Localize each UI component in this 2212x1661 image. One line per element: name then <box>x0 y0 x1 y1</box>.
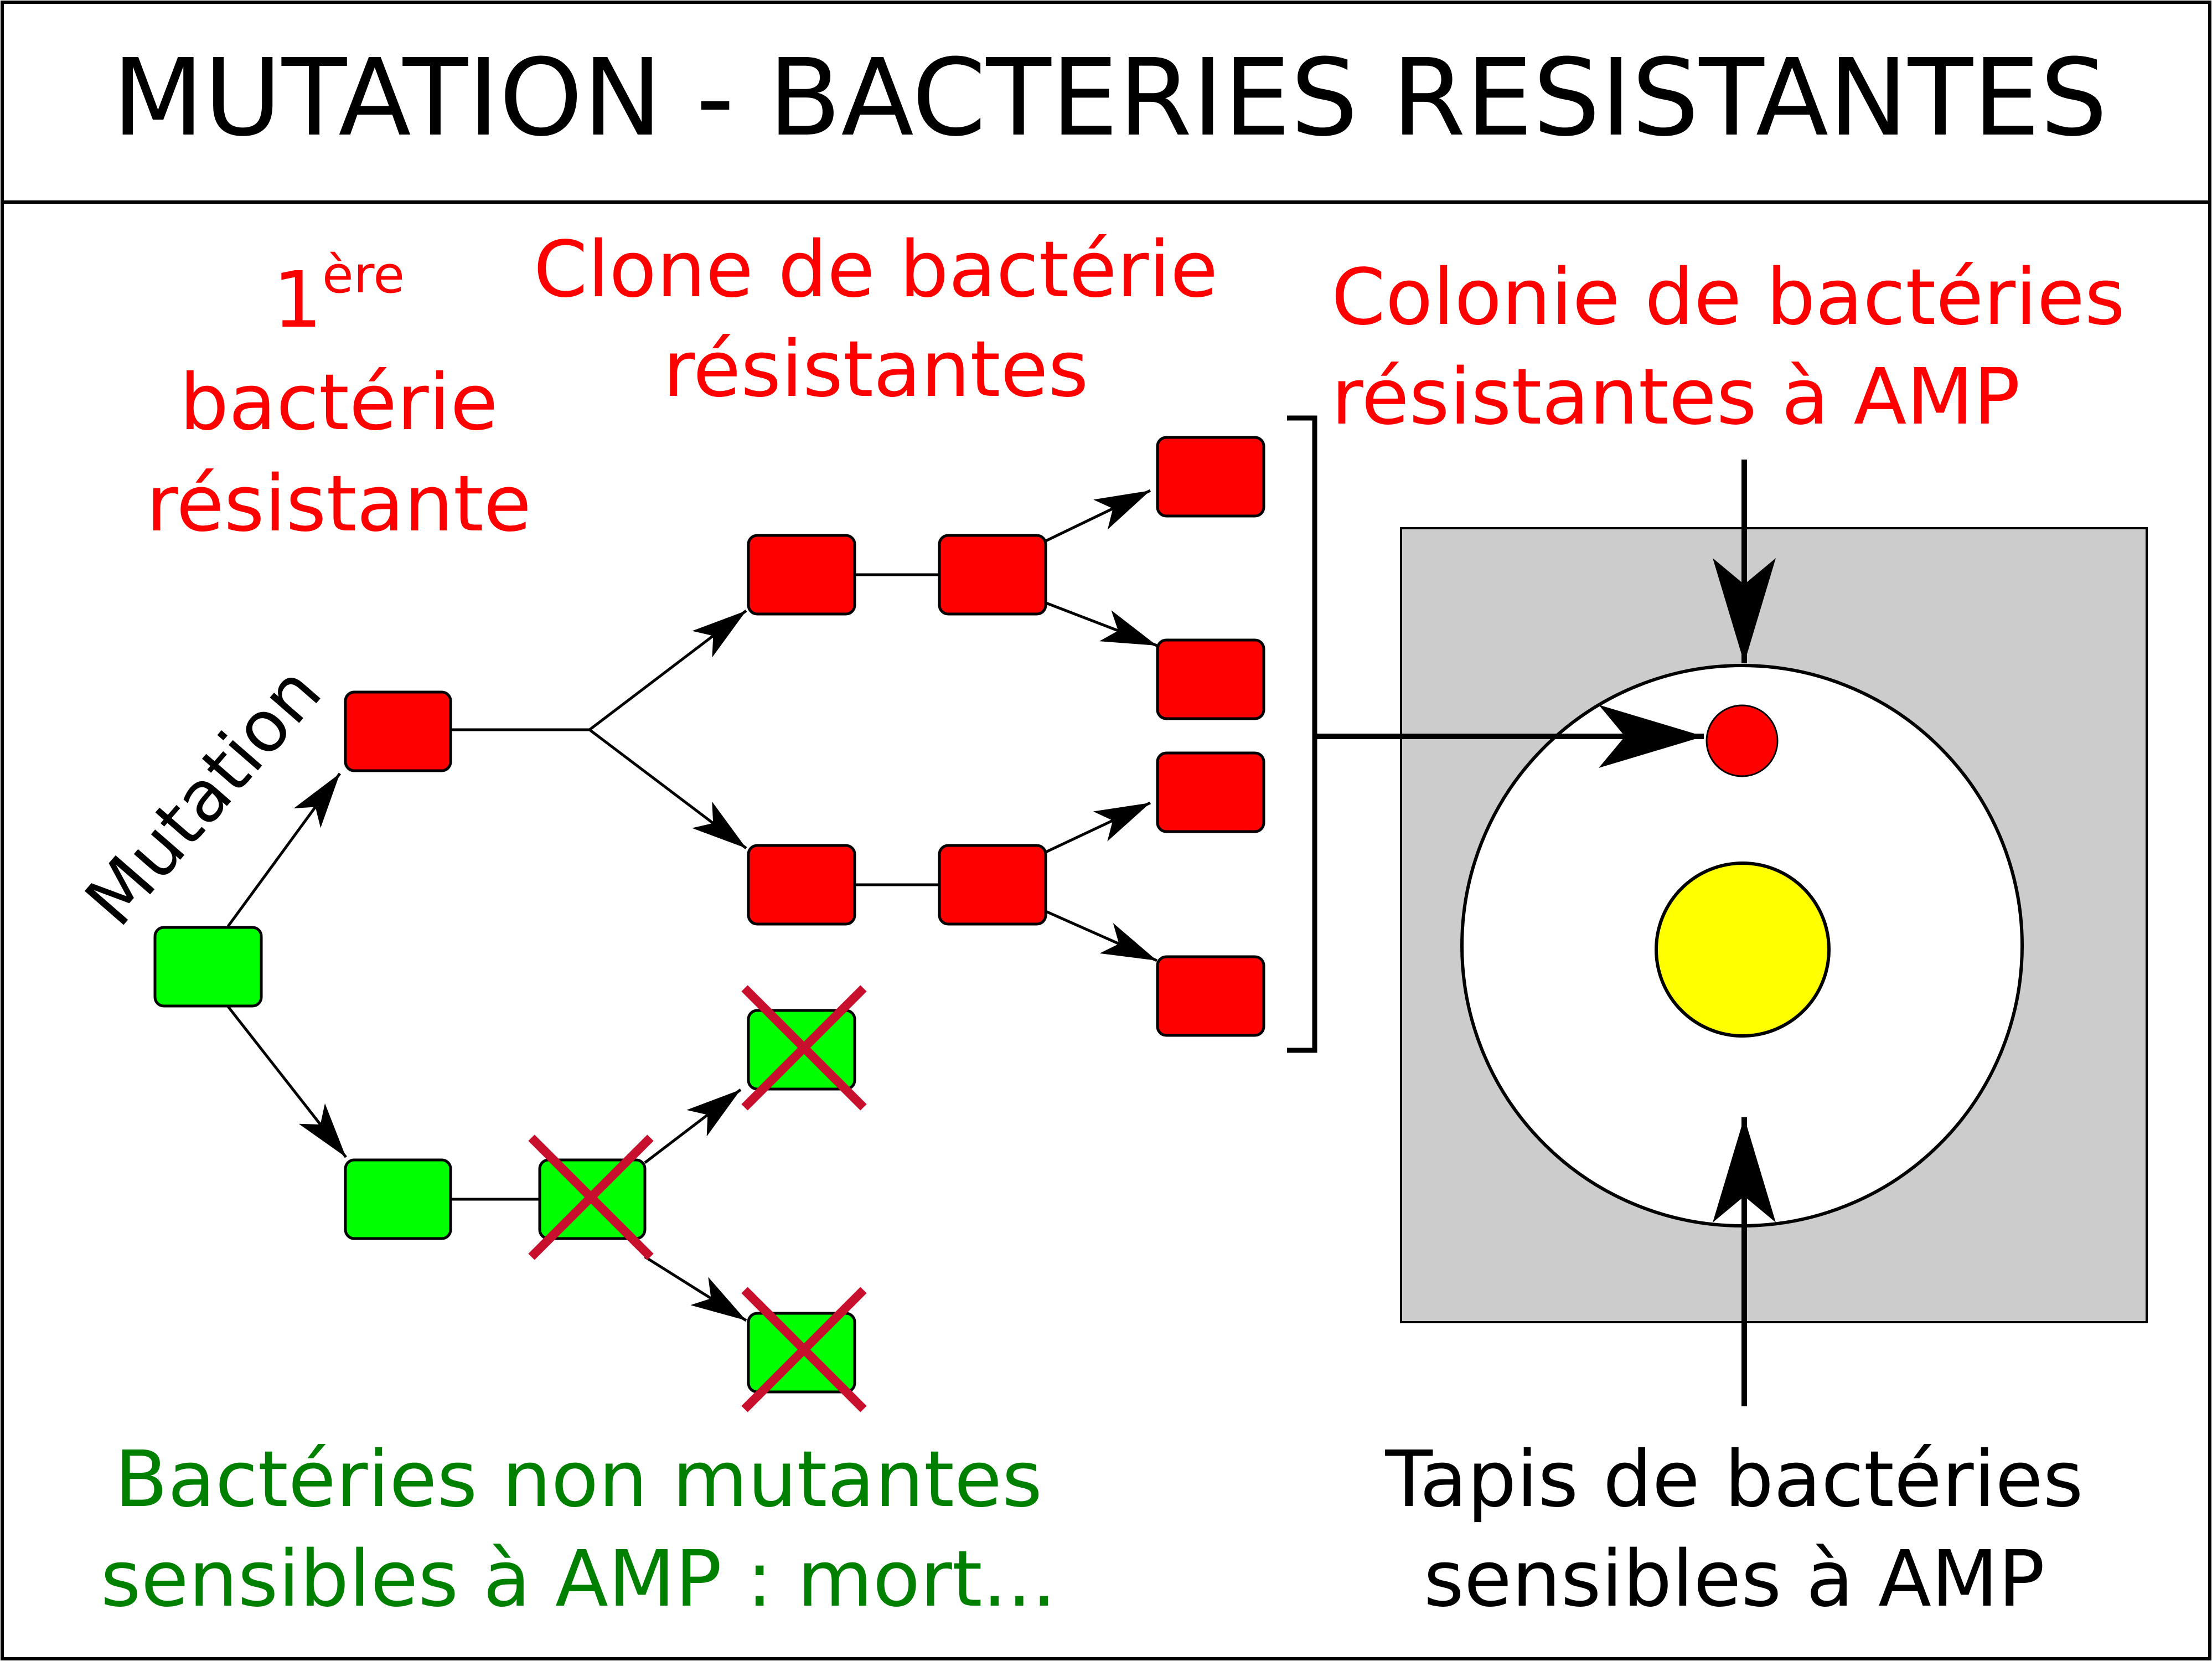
clone-bacterium-bottom <box>747 844 856 926</box>
arrow-to-clone-bottom <box>588 729 747 849</box>
first-resistant-label-line1: 1ère <box>273 245 405 345</box>
first-resistant-bacterium <box>344 690 452 772</box>
mutation-arrow <box>226 772 342 927</box>
lawn-label-line1: Tapis de bactéries <box>1384 1435 2083 1525</box>
arrow-to-sensitive <box>227 1005 347 1158</box>
colony-bacterium-4 <box>1156 955 1265 1037</box>
arrow-dead-top <box>644 1089 742 1164</box>
resistant-colony-dot <box>1705 704 1779 777</box>
clone-bacterium-bottom-2 <box>938 844 1047 926</box>
arrow-to-clone-top <box>588 610 747 731</box>
original-bacterium <box>153 926 263 1008</box>
first-resistant-label-line2: bactérie <box>179 358 498 448</box>
first-resistant-label-line3: résistante <box>146 459 531 549</box>
colony-bacterium-3 <box>1156 751 1265 833</box>
page-title: MUTATION - BACTERIES RESISTANTES <box>112 37 2108 160</box>
division-arrows <box>226 489 1158 1322</box>
non-mutants-label-line2: sensibles à AMP : mort... <box>101 1534 1056 1624</box>
colony-label-line2: résistantes à AMP <box>1331 352 2020 442</box>
dead-cross-icon <box>528 1134 654 1260</box>
first-resistant-superscript: ère <box>322 245 405 305</box>
arrow-dead-bottom <box>644 1255 747 1322</box>
sensitive-bacterium <box>344 1158 452 1240</box>
clone-label-line1: Clone de bactérie <box>534 225 1218 315</box>
arrow-clone-a <box>1043 489 1151 543</box>
arrow-clone-c <box>1043 801 1151 854</box>
lawn-label-line2: sensibles à AMP <box>1424 1534 2045 1624</box>
non-mutants-label-line1: Bactéries non mutantes <box>115 1435 1042 1525</box>
dead-crosses <box>528 985 867 1412</box>
arrow-clone-b <box>1044 601 1157 647</box>
clone-bacterium-top-2 <box>938 534 1047 616</box>
connector-lines <box>448 573 939 1201</box>
antibiotic-disc <box>1655 862 1831 1038</box>
arrow-clone-d <box>1043 909 1158 962</box>
dead-cross-icon <box>741 985 867 1111</box>
first-resistant-number: 1 <box>273 255 322 345</box>
dead-cross-icon <box>741 1287 867 1412</box>
pointer-arrows <box>1315 460 1776 1406</box>
colony-bacterium-1 <box>1156 436 1265 518</box>
clone-bacterium-top <box>747 534 856 616</box>
clone-label-line2: résistantes <box>663 324 1089 415</box>
colony-label-line1: Colonie de bactéries <box>1331 252 2125 343</box>
colony-bacterium-2 <box>1156 638 1265 720</box>
